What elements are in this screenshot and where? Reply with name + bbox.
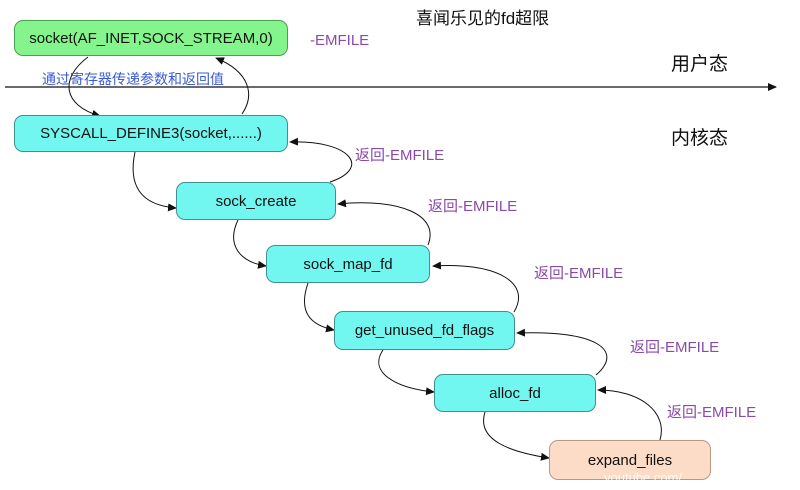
- call-arrow-1: [132, 151, 177, 212]
- return-arrow-1: [289, 137, 353, 183]
- node-alloc-fd: alloc_fd: [434, 374, 596, 412]
- call-arrow-5: [483, 411, 550, 461]
- return-arrow-5: [597, 386, 662, 441]
- return-arrow-2: [337, 199, 431, 246]
- call-arrow-2: [233, 219, 267, 269]
- call-arrow-3: [303, 282, 335, 333]
- register-pass-note: 通过寄存器传递参数和返回值: [42, 71, 224, 87]
- return-arrow-4: [516, 328, 608, 376]
- return-label-5: 返回-EMFILE: [667, 404, 757, 421]
- return-arrow-syscall-to-user: [215, 57, 250, 115]
- return-label-4: 返回-EMFILE: [630, 339, 720, 356]
- node-expand-files: expand_files: [549, 440, 711, 480]
- return-label-user: -EMFILE: [310, 32, 370, 49]
- return-label-1: 返回-EMFILE: [355, 147, 445, 164]
- call-arrow-4: [378, 349, 435, 396]
- watermark-text: youtube.com/...: [604, 470, 693, 485]
- diagram-title: 喜闻乐见的fd超限: [416, 9, 550, 28]
- node-sock-map-fd: sock_map_fd: [266, 245, 430, 283]
- zone-label-kernel: 内核态: [671, 128, 729, 149]
- node-sock-create: sock_create: [176, 182, 336, 220]
- return-label-2: 返回-EMFILE: [428, 198, 518, 215]
- zone-label-user: 用户态: [671, 54, 729, 75]
- call-arrow-user-to-syscall: [68, 56, 101, 118]
- node-get-unused-fd-flags: get_unused_fd_flags: [334, 311, 515, 350]
- node-socket-call: socket(AF_INET,SOCK_STREAM,0): [14, 20, 288, 56]
- return-label-3: 返回-EMFILE: [534, 265, 624, 282]
- node-syscall-define: SYSCALL_DEFINE3(socket,......): [14, 115, 288, 152]
- return-arrow-3: [432, 261, 520, 313]
